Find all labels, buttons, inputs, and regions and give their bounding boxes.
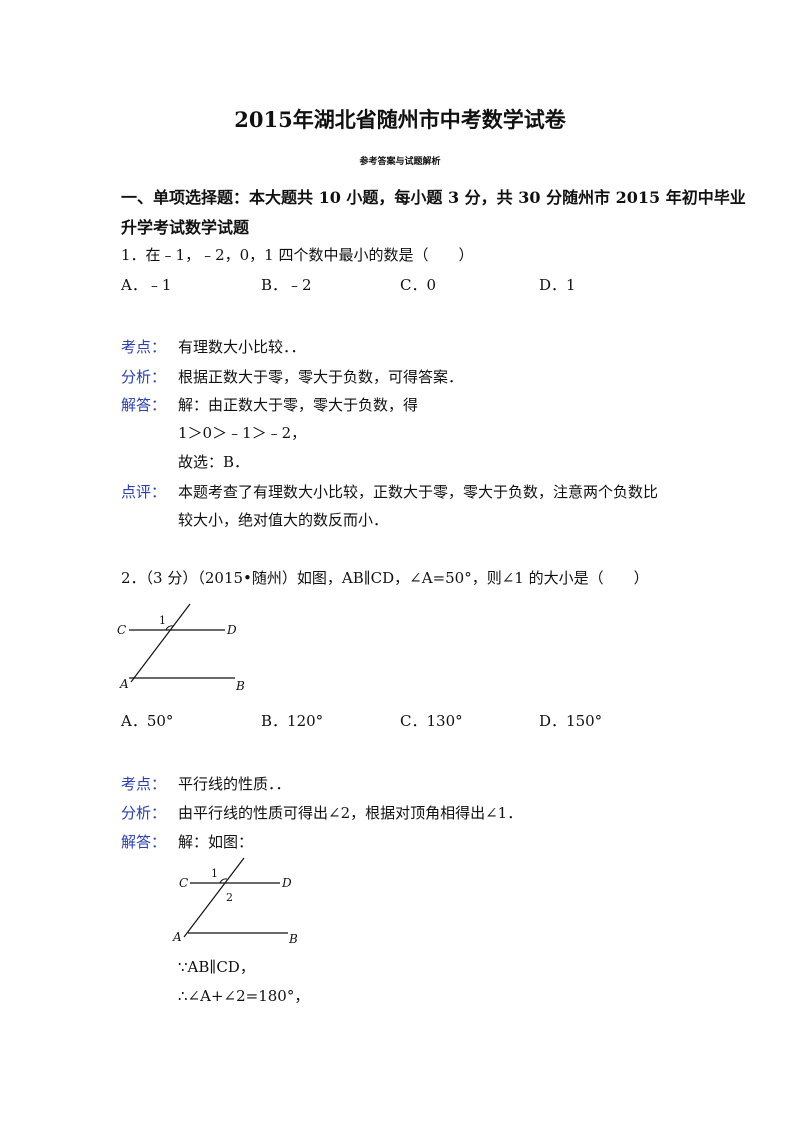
point-label-d: D <box>281 876 292 890</box>
page-title: 2015年湖北省随州市中考数学试卷 <box>234 107 566 132</box>
q1-jieda-label: 解答： <box>121 396 167 414</box>
q2-kaodian-text: 平行线的性质．． <box>178 775 291 793</box>
q2-option-c: C．130° <box>400 712 463 730</box>
q2-option-d: D．150° <box>539 712 603 730</box>
page-subtitle: 参考答案与试题解析 <box>359 157 441 167</box>
q1-jieda-line1: 解：由正数大于零，零大于负数，得 <box>178 396 419 414</box>
point-label-c: C <box>179 876 188 890</box>
angle1-arc <box>219 878 228 884</box>
q1-option-d: D．1 <box>539 276 576 294</box>
q2-figure: C D A B 1 <box>117 603 245 693</box>
q1-dianping-line2: 较大小，绝对值大的数反而小． <box>178 511 389 529</box>
q1-option-a: A．﹣1 <box>121 276 172 294</box>
q1-jieda-line3: 故选：B． <box>178 453 250 471</box>
point-label-a: A <box>172 930 182 944</box>
q1-kaodian-label: 考点： <box>121 338 167 356</box>
q1-option-b: B．﹣2 <box>261 276 312 294</box>
q2-stem: 2．（3 分）（2015•随州）如图，AB∥CD，∠A=50°，则∠1 的大小是… <box>121 569 649 587</box>
q2-fenxi-label: 分析： <box>121 804 167 822</box>
q1-fenxi-text: 根据正数大于零，零大于负数，可得答案． <box>178 368 464 386</box>
q2-solution-figure: C D A B 1 2 <box>172 857 298 946</box>
q2-jieda-label: 解答： <box>121 833 167 851</box>
q1-dianping-label: 点评： <box>121 483 167 501</box>
angle1-label: 1 <box>211 867 218 880</box>
point-label-b: B <box>235 679 245 693</box>
angle2-label: 2 <box>226 891 233 904</box>
angle1-arc <box>165 625 174 631</box>
section-heading-line2: 升学考试数学试题 <box>121 218 250 237</box>
point-label-d: D <box>226 623 237 637</box>
point-label-b: B <box>288 932 298 946</box>
q2-kaodian-label: 考点： <box>121 775 167 793</box>
transversal-line <box>130 603 191 683</box>
q1-jieda-line2: 1＞0＞﹣1＞﹣2， <box>178 424 307 442</box>
q2-option-b: B．120° <box>261 712 324 730</box>
q2-jieda-intro: 解：如图： <box>178 833 254 851</box>
q1-dianping-line1: 本题考查了有理数大小比较，正数大于零，零大于负数，注意两个负数比 <box>178 483 659 501</box>
q1-stem: 1．在﹣1，﹣2，0，1 四个数中最小的数是（ ） <box>121 246 474 264</box>
angle1-label: 1 <box>159 614 166 627</box>
q2-fenxi-text: 由平行线的性质可得出∠2，根据对顶角相得出∠1． <box>178 804 523 822</box>
q2-option-a: A．50° <box>121 712 174 730</box>
q1-kaodian-text: 有理数大小比较．． <box>178 338 306 356</box>
point-label-c: C <box>117 623 126 637</box>
transversal-line <box>183 857 245 938</box>
point-label-a: A <box>119 677 129 691</box>
q1-fenxi-label: 分析： <box>121 368 167 386</box>
section-heading-line1: 一、单项选择题：本大题共 10 小题，每小题 3 分，共 30 分随州市 201… <box>121 188 746 207</box>
q1-option-c: C．0 <box>400 276 437 294</box>
q2-step1: ∵AB∥CD， <box>178 958 255 976</box>
q2-step2: ∴∠A+∠2=180°， <box>178 987 310 1005</box>
